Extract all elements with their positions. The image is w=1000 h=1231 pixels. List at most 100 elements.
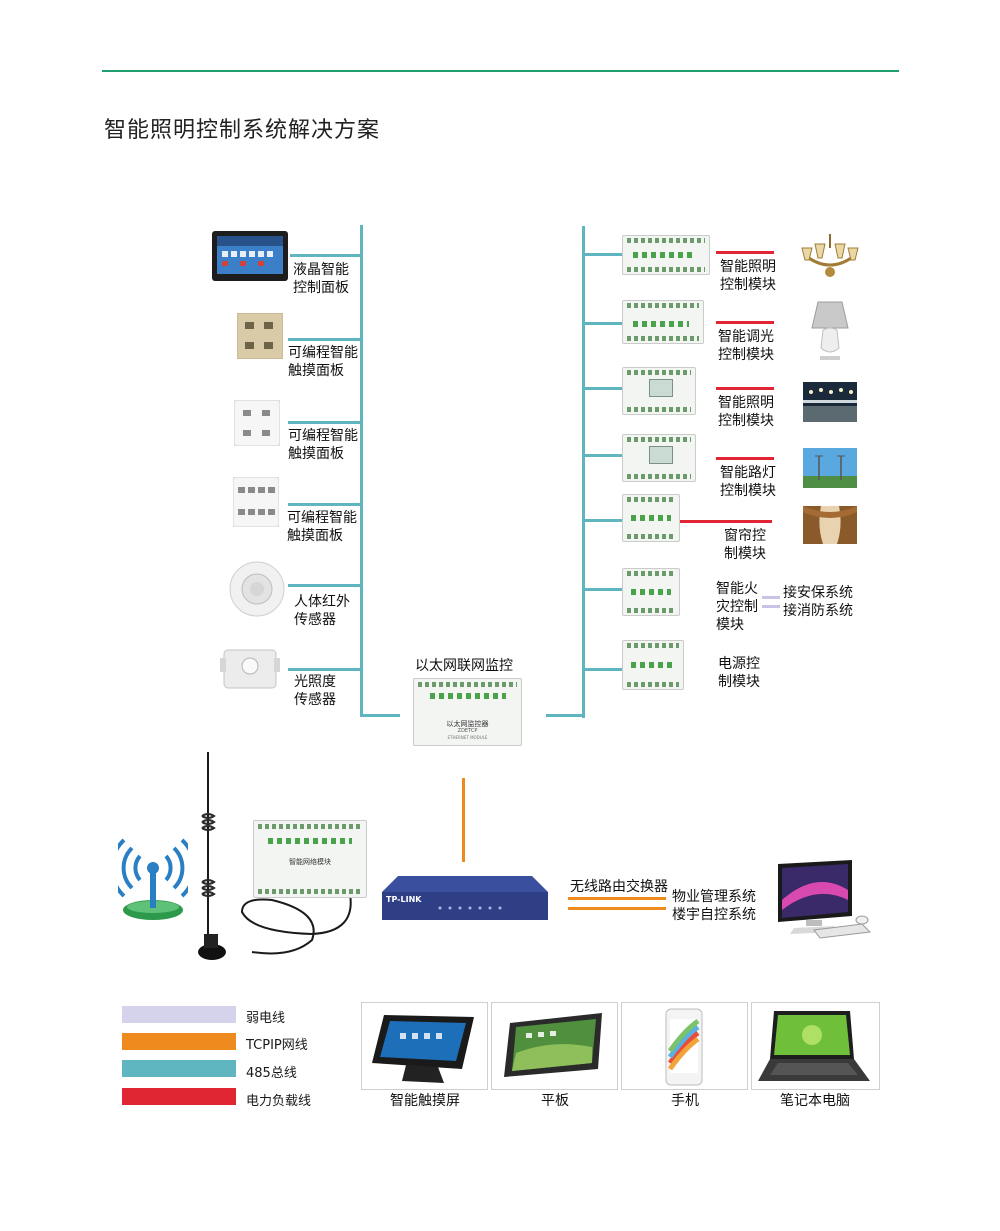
router-brand: TP-LINK <box>386 895 422 904</box>
pc-systems-label: 物业管理系统 楼宇自控系统 <box>672 888 756 924</box>
white-touch-panel-4key-icon <box>234 400 280 446</box>
terminal-strip <box>627 407 691 412</box>
terminal-strip <box>627 643 679 648</box>
right-module-3-label: 智能照明 控制模块 <box>718 394 774 430</box>
right-module-1-label: 智能照明 控制模块 <box>720 258 776 294</box>
left-device-6-label: 光照度 传感器 <box>294 673 336 709</box>
power-load-line-3 <box>716 387 774 390</box>
right-branch-4 <box>584 454 622 457</box>
page-title: 智能照明控制系统解决方案 <box>104 118 381 143</box>
left-branch-4 <box>288 503 362 506</box>
legend-swatch-power <box>122 1088 236 1105</box>
terminal-strip <box>258 824 362 829</box>
right-module-6-label: 智能火 灾控制 模块 <box>716 580 758 634</box>
left-device-2-label: 可编程智能 触摸面板 <box>288 344 358 380</box>
curtain-photo-icon <box>803 506 857 544</box>
label-line: 传感器 <box>294 612 336 628</box>
wireless-network-module: 智能网络模块 <box>253 820 367 898</box>
left-device-1-label: 液晶智能 控制面板 <box>293 261 349 297</box>
weak-line-security <box>762 596 780 599</box>
terminal-label-touchscreen: 智能触摸屏 <box>390 1093 460 1109</box>
terminal-strip <box>627 534 675 539</box>
legend-swatch-weak <box>122 1006 236 1023</box>
desktop-computer-icon <box>778 860 872 939</box>
terminal-strip <box>627 474 691 479</box>
label-line: 物业管理系统 <box>672 889 756 905</box>
left-485-bus <box>360 225 363 717</box>
terminal-strip <box>627 370 691 375</box>
tcpip-line-2 <box>568 907 666 910</box>
label-line: 控制面板 <box>293 280 349 296</box>
label-line: 制模块 <box>724 546 766 562</box>
left-branch-2 <box>288 338 362 341</box>
left-device-5-label: 人体红外 传感器 <box>294 593 350 629</box>
label-line: 接安保系统 <box>783 585 853 601</box>
label-line: 液晶智能 <box>293 262 349 278</box>
label-line: 控制模块 <box>720 483 776 499</box>
label-line: 控制模块 <box>718 347 774 363</box>
right-branch-3 <box>584 387 622 390</box>
terminal-strip <box>258 889 362 894</box>
tablet-icon <box>504 1013 602 1077</box>
table-lamp-icon <box>811 301 849 360</box>
terminal-strip <box>627 267 705 272</box>
dimming-control-module <box>622 300 704 344</box>
label-line: 灾控制 <box>716 599 758 615</box>
label-line: 可编程智能 <box>288 345 358 361</box>
indicator-leds <box>631 662 675 668</box>
left-branch-6 <box>288 668 362 671</box>
power-control-module <box>622 640 684 690</box>
right-branch-6 <box>584 588 622 591</box>
antenna-icon <box>198 752 226 960</box>
terminal-label-tablet: 平板 <box>541 1093 569 1109</box>
fire-links-label: 接安保系统 接消防系统 <box>783 584 853 620</box>
wireless-signal-icon <box>118 838 188 920</box>
legend-swatch-485 <box>122 1060 236 1077</box>
terminal-strip <box>627 571 675 576</box>
left-branch-1 <box>290 254 362 257</box>
controller-model: ZDETCP <box>457 728 478 734</box>
lcd-panel-icon <box>212 231 288 281</box>
right-branch-2 <box>584 322 622 325</box>
right-branch-7 <box>584 668 622 671</box>
label-line: 接消防系统 <box>783 603 853 619</box>
terminal-strip <box>627 682 679 687</box>
indicator-leds <box>633 252 693 258</box>
label-line: 电源控 <box>718 656 760 672</box>
antenna-cable-icon <box>240 893 352 955</box>
label-line: 控制模块 <box>720 277 776 293</box>
label-line: 智能调光 <box>718 329 774 345</box>
indicator-leds <box>430 693 506 699</box>
left-bus-to-controller <box>360 714 400 717</box>
streetlight-photo-icon <box>803 448 857 488</box>
terminal-phone-box <box>621 1002 748 1090</box>
left-branch-5 <box>288 584 362 587</box>
power-load-line-2 <box>716 321 774 324</box>
router-switch-icon <box>382 876 548 920</box>
indicator-leds <box>631 589 671 595</box>
right-branch-1 <box>584 253 622 256</box>
label-line: 智能照明 <box>720 259 776 275</box>
chandelier-icon <box>801 234 859 277</box>
lighting-control-module-1 <box>622 235 710 275</box>
terminal-strip <box>627 437 691 442</box>
terminal-label-phone: 手机 <box>671 1093 699 1109</box>
light-sensor-icon <box>220 649 280 689</box>
label-line: 人体红外 <box>294 594 350 610</box>
label-line: 智能火 <box>716 581 758 597</box>
right-module-4-label: 智能路灯 控制模块 <box>720 464 776 500</box>
controller-subtext: ETHERNET MODULE <box>447 735 488 740</box>
right-bus-to-controller <box>546 714 585 717</box>
terminal-laptop-box <box>751 1002 880 1090</box>
right-module-7-label: 电源控 制模块 <box>718 655 760 691</box>
terminal-tablet-box <box>491 1002 618 1090</box>
terminal-strip <box>627 497 675 502</box>
label-line: 可编程智能 <box>287 510 357 526</box>
right-module-2-label: 智能调光 控制模块 <box>718 328 774 364</box>
right-branch-5 <box>584 519 622 522</box>
wireless-module-text: 智能网络模块 <box>289 858 331 866</box>
label-line: 触摸面板 <box>287 528 343 544</box>
legend-swatch-tcpip <box>122 1033 236 1050</box>
legend-label-485: 485总线 <box>246 1066 297 1081</box>
indicator-leds <box>268 838 352 844</box>
